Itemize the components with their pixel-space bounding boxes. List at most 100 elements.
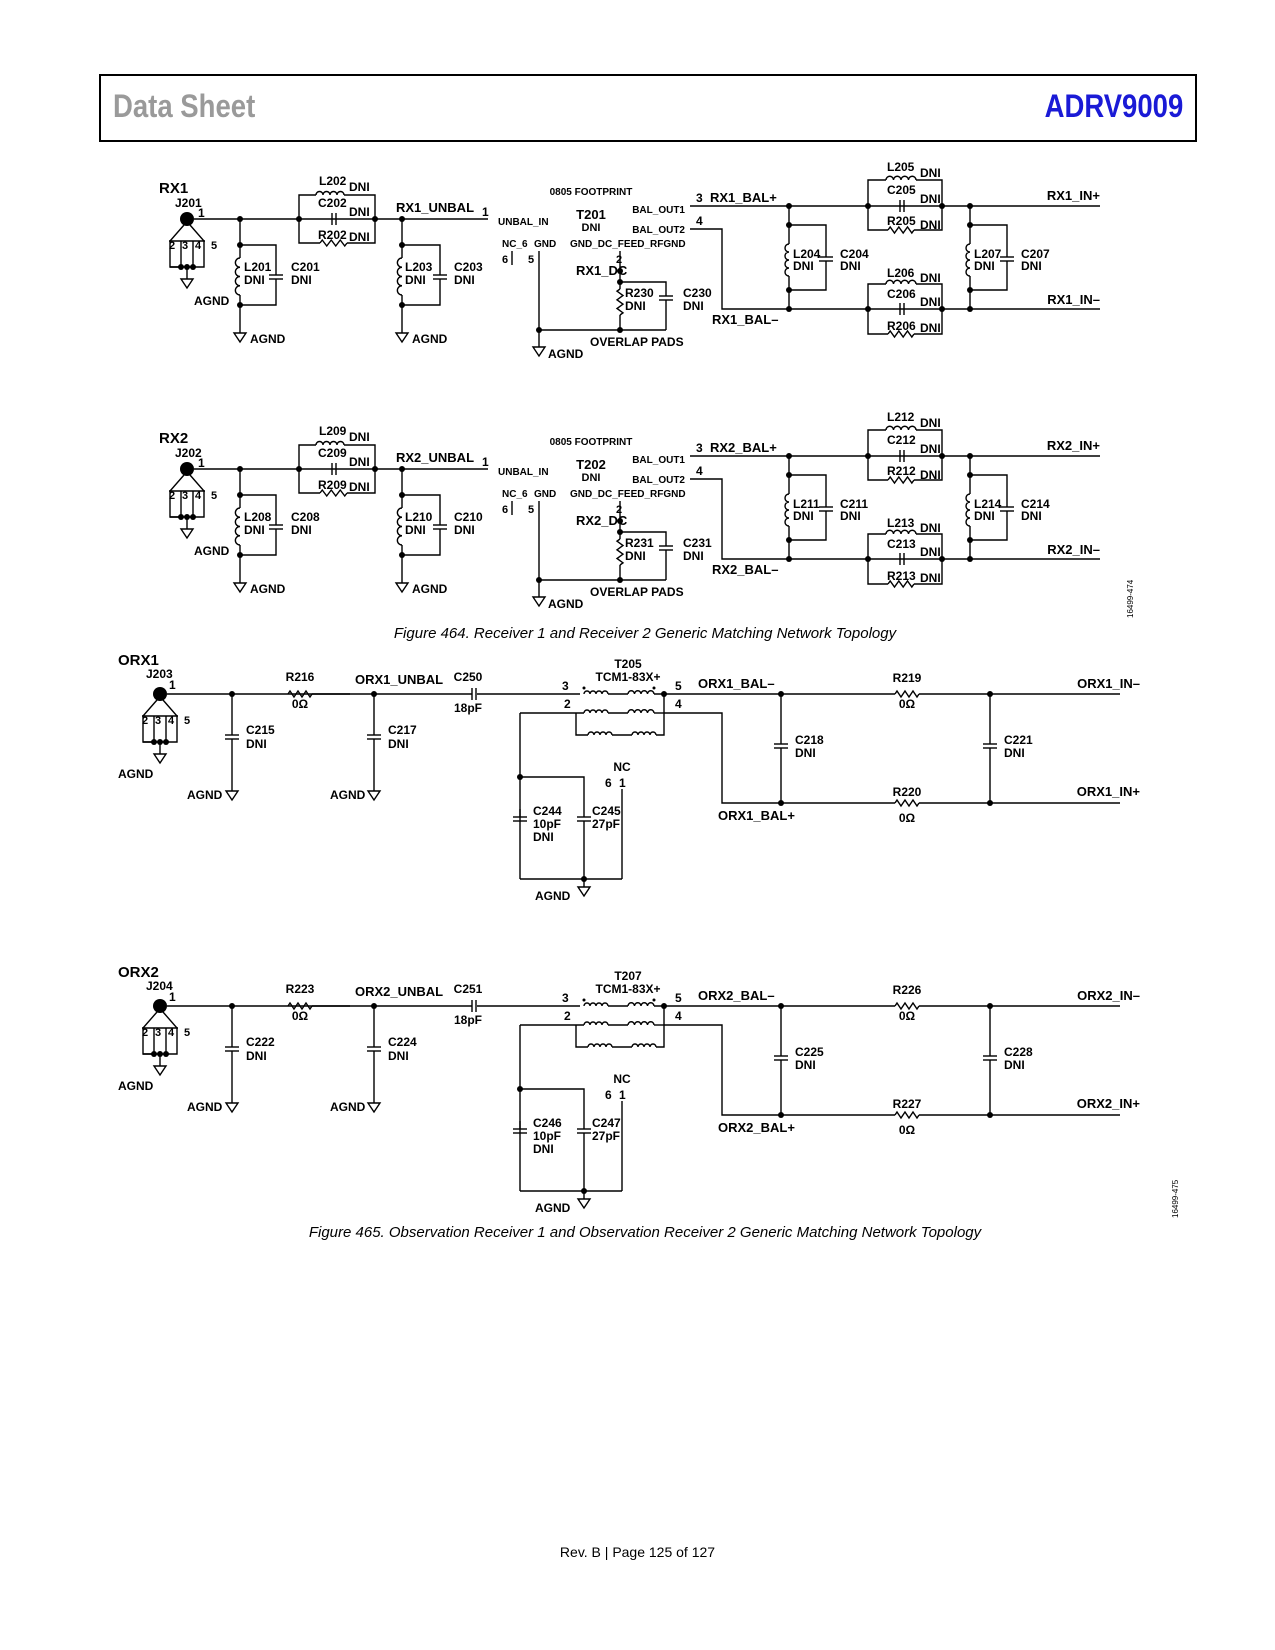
- ground-symbol: [366, 1102, 382, 1114]
- dni-label: DNI: [920, 321, 941, 335]
- wire: [789, 474, 827, 507]
- dni-label: DNI: [683, 299, 704, 313]
- dni-label: DNI: [349, 205, 370, 219]
- component-ref: C207: [1021, 247, 1050, 261]
- connector-pin-label: 2: [169, 490, 175, 502]
- polarity-dot: [582, 998, 586, 1002]
- footprint-label: 0805 FOOTPRINT: [550, 437, 633, 448]
- component-ref: L207: [974, 247, 1002, 261]
- junction-dot: [786, 537, 792, 543]
- wire: [656, 1025, 665, 1048]
- dni-label: DNI: [920, 166, 941, 180]
- net-label: RX2_IN+: [1047, 438, 1101, 453]
- component-value: 0Ω: [899, 1123, 916, 1137]
- net-label: RX1_IN+: [1047, 188, 1101, 203]
- inductor-symbol: [583, 690, 609, 695]
- resistor-symbol: [615, 288, 625, 316]
- inductor-symbol: [965, 243, 971, 277]
- dni-label: DNI: [793, 259, 814, 273]
- coax-connector: [180, 462, 194, 476]
- ground-label: AGND: [412, 332, 448, 346]
- component-ref: L209: [319, 424, 347, 438]
- component-ref: L210: [405, 510, 433, 524]
- wire: [867, 309, 888, 335]
- wire: [914, 206, 943, 231]
- net-label: ORX1_IN–: [1077, 676, 1140, 691]
- dni-label: DNI: [920, 521, 941, 535]
- pin-number: 2: [616, 504, 622, 516]
- header-doc-type: Data Sheet: [113, 88, 256, 124]
- dni-label: DNI: [795, 1058, 816, 1072]
- net-label: ORX2_UNBAL: [355, 984, 443, 999]
- wire: [189, 474, 205, 518]
- pin-name: NC_6: [502, 489, 528, 500]
- overlap-pads-label: OVERLAP PADS: [590, 335, 684, 349]
- pin-number: 2: [564, 1009, 571, 1023]
- network-title: RX1: [159, 180, 188, 197]
- nc-label: NC: [613, 1072, 631, 1086]
- dni-label: DNI: [454, 523, 475, 537]
- wire: [867, 179, 886, 206]
- connector-pin-label: 5: [184, 1027, 190, 1039]
- junction-dot: [617, 577, 623, 583]
- dni-label: DNI: [920, 571, 941, 585]
- wire: [402, 244, 441, 275]
- wire: [916, 179, 943, 206]
- inductor-symbol: [583, 1021, 609, 1026]
- wire: [789, 224, 827, 257]
- resistor-symbol: [287, 1001, 313, 1011]
- connector-pin-label: 5: [184, 715, 190, 727]
- transformer-ref: T201: [576, 207, 606, 222]
- connector-pin-label: 5: [211, 240, 217, 252]
- figure-464-caption: Figure 464. Receiver 1 and Receiver 2 Ge…: [394, 625, 898, 642]
- dni-label: DNI: [246, 737, 267, 751]
- component-ref: R226: [893, 983, 922, 997]
- net-label: RX2_DC: [576, 513, 628, 528]
- inductor-symbol: [631, 1043, 657, 1048]
- dni-label: DNI: [974, 259, 995, 273]
- component-ref: C213: [887, 537, 916, 551]
- inductor-symbol: [965, 493, 971, 527]
- inductor-symbol: [627, 690, 655, 695]
- net-label: ORX1_BAL+: [718, 808, 795, 823]
- junction-dot: [786, 472, 792, 478]
- transformer-ref: T207: [614, 969, 642, 983]
- junction-dot: [786, 222, 792, 228]
- junction-dot: [163, 739, 169, 745]
- pin-number: 1: [482, 205, 489, 219]
- dni-label: DNI: [920, 468, 941, 482]
- connector-ref: J201: [175, 196, 202, 210]
- dni-label: DNI: [625, 299, 646, 313]
- ground-label: AGND: [548, 597, 584, 611]
- component-value: 0Ω: [899, 697, 916, 711]
- wire: [344, 444, 376, 469]
- dni-label: DNI: [454, 273, 475, 287]
- junction-dot: [967, 472, 973, 478]
- wire: [240, 279, 277, 306]
- ground-label: AGND: [330, 1100, 366, 1114]
- ground-label: AGND: [194, 544, 230, 558]
- component-ref: R220: [893, 785, 922, 799]
- wire: [789, 261, 827, 291]
- junction-dot: [967, 222, 973, 228]
- net-label: RX2_BAL–: [712, 562, 778, 577]
- component-ref: C204: [840, 247, 869, 261]
- component-ref: L203: [405, 260, 433, 274]
- component-value: 10pF: [533, 817, 561, 831]
- junction-dot: [163, 1051, 169, 1057]
- net-label: ORX2_BAL–: [698, 988, 775, 1003]
- polarity-dot: [582, 686, 586, 690]
- net-label: ORX1_BAL–: [698, 676, 775, 691]
- transformer-ref: T205: [614, 657, 642, 671]
- ground-symbol: [576, 886, 592, 898]
- resistor-symbol: [887, 225, 915, 235]
- pin-number: 5: [528, 254, 534, 266]
- pin-number: 6: [605, 1088, 612, 1102]
- junction-dot: [237, 552, 243, 558]
- wire: [789, 511, 827, 541]
- wire: [970, 261, 1008, 291]
- junction-dot: [151, 1051, 157, 1057]
- wire: [914, 309, 943, 335]
